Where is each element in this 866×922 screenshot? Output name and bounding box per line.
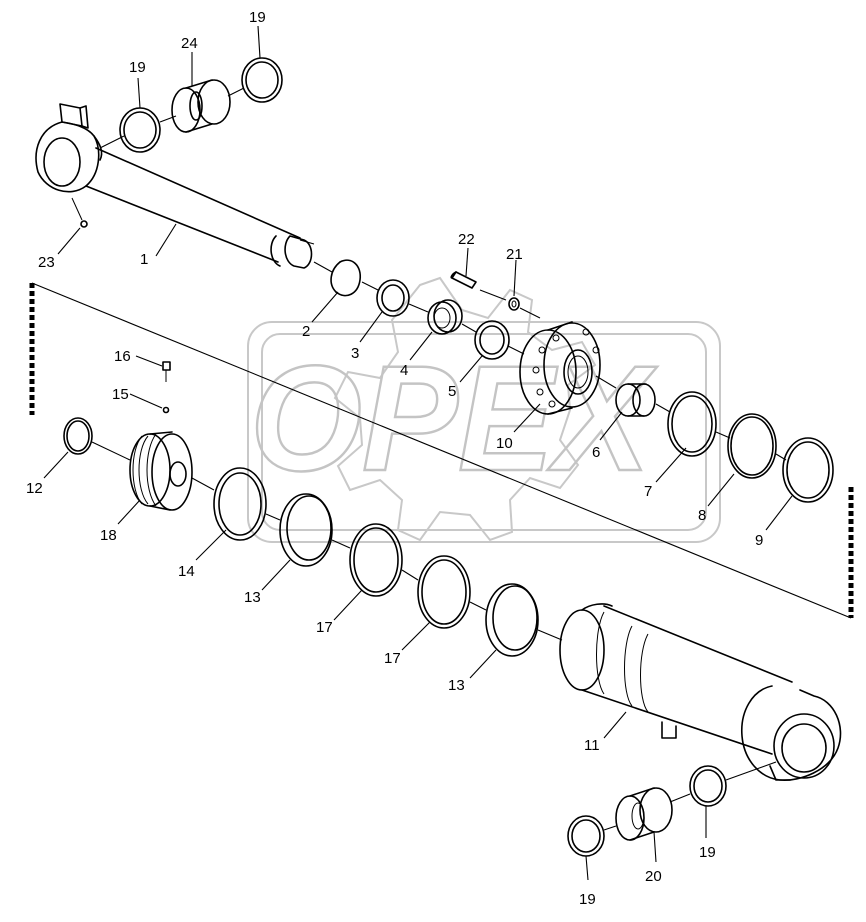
buffer-seal-5: [474, 320, 510, 360]
callout-11: 11: [584, 737, 600, 754]
seal-ring-19-top-right: [241, 57, 283, 103]
callout-24: 24: [181, 35, 198, 52]
opex-watermark: OPEX: [247, 276, 721, 543]
axis-line-head-seals: [595, 375, 787, 461]
callout-20: 20: [645, 868, 662, 885]
piston-seal-14: [213, 467, 267, 541]
guide-bushing-6: [615, 383, 656, 417]
axis-line-piston-seals: [91, 441, 563, 641]
callout-6: 6: [592, 444, 600, 461]
callout-17-right: 17: [384, 650, 401, 667]
ball-15: [162, 406, 170, 414]
axis-line-bolt: [479, 289, 541, 319]
callout-13-left: 13: [244, 589, 261, 606]
wear-ring-13-right: [485, 583, 539, 657]
rod-seal-4: [427, 299, 463, 335]
seal-ring-19-bottom-right: [689, 765, 727, 807]
callout-2: 2: [302, 323, 310, 340]
guide-ring-17-left: [349, 523, 403, 597]
o-ring-12: [63, 417, 93, 455]
callout-22: 22: [458, 231, 475, 248]
callout-12: 12: [26, 480, 43, 497]
bushing-top: [171, 79, 231, 133]
seal-ring-19-top-left: [119, 107, 161, 153]
callout-7: 7: [644, 483, 652, 500]
cylinder-barrel-11: [559, 603, 842, 781]
washer-21: [508, 297, 520, 311]
wear-ring-13-left: [279, 493, 333, 567]
callout-16: 16: [114, 348, 131, 365]
axis-line-rod-seals: [313, 261, 525, 355]
callout-17-left: 17: [316, 619, 333, 636]
back-up-ring-8: [727, 413, 777, 479]
callout-9: 9: [755, 532, 763, 549]
wiper-seal-3: [376, 279, 410, 317]
callout-19-top-left: 19: [129, 59, 146, 76]
o-ring-7: [667, 391, 717, 457]
cylinder-head-10: [519, 321, 601, 415]
callout-3: 3: [351, 345, 359, 362]
leader-lines: [43, 25, 793, 881]
callout-18: 18: [100, 527, 117, 544]
assembly-indicator: [29, 282, 854, 619]
set-screw-16: [162, 361, 171, 382]
piston-rod: [35, 103, 315, 269]
callout-19-bottom-right: 19: [699, 844, 716, 861]
watermark-text: OPEX: [250, 334, 658, 502]
bushing-bottom-20: [615, 787, 673, 841]
bolt-22: [450, 271, 477, 289]
callout-1: 1: [140, 251, 148, 268]
watermark-frame-inner: [261, 333, 707, 531]
callout-14: 14: [178, 563, 195, 580]
callout-10: 10: [496, 435, 513, 452]
piston-18: [129, 431, 193, 511]
callout-15: 15: [112, 386, 129, 403]
callout-8: 8: [698, 507, 706, 524]
watermark-frame-outer: [247, 321, 721, 543]
callout-23: 23: [38, 254, 55, 271]
seal-ring-19-bottom-left: [567, 815, 605, 857]
callouts: 1 2 3 4 5 6 7 8 9 10 11 12 13 13 14 15 1…: [26, 9, 763, 908]
guide-ring-17-right: [417, 555, 471, 629]
o-ring-9: [782, 437, 834, 503]
callout-19-bottom-left: 19: [579, 891, 596, 908]
assembly-line: [31, 282, 852, 619]
axis-line-top-bushing: [99, 87, 245, 149]
grease-nipple: [71, 197, 88, 228]
callout-5: 5: [448, 383, 456, 400]
retaining-ring-2: [330, 259, 362, 297]
callout-4: 4: [400, 362, 408, 379]
callout-13-right: 13: [448, 677, 465, 694]
axis-line-bottom-bushing: [603, 761, 777, 831]
callout-19-top-right: 19: [249, 9, 266, 26]
callout-21: 21: [506, 246, 523, 263]
